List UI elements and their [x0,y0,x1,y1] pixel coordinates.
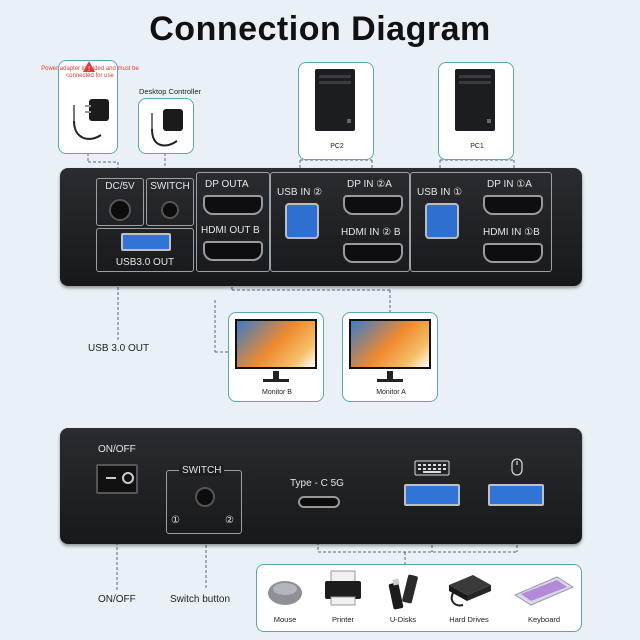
power-rocker-switch[interactable] [96,464,138,494]
monitor-stand [387,371,393,379]
usb-in-2-port [285,203,319,239]
monitor-stand [273,371,279,379]
usb-in-1-port [425,203,459,239]
desktop-controller-label: Desktop Controller [138,87,202,96]
typec-label: Type - C 5G [290,478,344,489]
usb30-out-caption: USB 3.0 OUT [88,343,150,354]
dp-in-2a-label: DP IN ②A [347,179,392,190]
kvm-front-panel: DC/5V SWITCH USB3.0 OUT DP OUTA HDMI OUT… [60,168,582,286]
power-adapter-icon [73,99,109,140]
hdmi-in-1b-label: HDMI IN ①B [483,227,540,238]
dp-out-a-label: DP OUTA [205,179,249,190]
power-adapter-note: Power adapter included and must be conne… [41,66,139,79]
dp-in-1a-port [483,195,543,215]
dc-label: DC/5V [105,181,135,192]
dp-out-a-port [203,195,263,215]
warning-icon: ! [83,59,95,73]
device-label: U-Disks [389,615,417,624]
keyboard-icon [414,460,450,476]
hard-drive-icon [449,575,491,607]
usb-in-1-label: USB IN ① [417,187,463,198]
switch-button-caption: Switch button [170,594,231,605]
dp-in-1a-label: DP IN ①A [487,179,532,190]
monitor-b-card: Monitor B [228,312,324,402]
peripheral-devices-card: Mouse Printer U-Disks Hard Drives Keyboa… [256,564,582,632]
power-adapter-card: ! [58,60,118,154]
desktop-controller-card [138,98,194,154]
kvm-back-panel: ON/OFF SWITCH ① ② Type - C 5G [60,428,582,544]
device-label: Hard Drives [449,615,489,624]
usb-in-2-label: USB IN ② [277,187,323,198]
typec-port [298,496,340,508]
pc2-input-section: USB IN ② DP IN ②A HDMI IN ② B [270,172,410,272]
device-label: Keyboard [527,615,561,624]
switch-num-2: ② [225,515,234,526]
switch-title: SWITCH [179,465,225,476]
monitor-icon [349,319,431,369]
monitor-base [263,379,289,382]
usb30-out-port [121,233,171,251]
usb-mouse-port [488,484,544,506]
dc-section: DC/5V [96,178,144,226]
switch-port [161,201,179,219]
dc-port [109,199,131,221]
device-label: Printer [331,615,355,624]
hdmi-in-2b-port [343,243,403,263]
pc-tower-icon [315,69,355,131]
pc-tower-icon [455,69,495,131]
onoff-caption: ON/OFF [98,594,136,605]
desktop-controller-icon [151,109,183,147]
pc1-label: PC1 [470,143,484,150]
hdmi-out-b-port [203,241,263,261]
switch-button[interactable] [195,487,215,507]
usb-keyboard-port [404,484,460,506]
mouse-icon [511,458,523,476]
usb-disk-icon [388,574,418,610]
svg-text:!: ! [88,65,91,72]
switch-num-1: ① [171,515,180,526]
monitor-b-label: Monitor B [262,389,292,396]
dp-in-2a-port [343,195,403,215]
hdmi-in-2b-label: HDMI IN ② B [341,227,401,238]
pc2-label: PC2 [330,143,344,150]
page-title: Connection Diagram [149,10,491,48]
monitor-a-card: Monitor A [342,312,438,402]
monitor-base [377,379,403,382]
switch-label: SWITCH [150,181,190,192]
switch-button-section: SWITCH ① ② [166,465,242,534]
hdmi-out-b-label: HDMI OUT B [201,225,260,236]
monitor-icon [235,319,317,369]
monitor-a-label: Monitor A [376,389,406,396]
device-label: Mouse [273,615,297,624]
keyboard-device-icon [513,576,575,606]
pc2-card: PC2 [298,62,374,160]
printer-icon [325,570,361,606]
usb30-out-label: USB3.0 OUT [115,257,175,268]
onoff-label: ON/OFF [98,444,136,455]
usb30-out-section: USB3.0 OUT [96,228,194,272]
output-section: DP OUTA HDMI OUT B [196,172,270,272]
pc1-card: PC1 [438,62,514,160]
hdmi-in-1b-port [483,243,543,263]
switch-section: SWITCH [146,178,194,226]
pc1-input-section: USB IN ① DP IN ①A HDMI IN ①B [410,172,552,272]
mouse-device-icon [268,581,302,605]
